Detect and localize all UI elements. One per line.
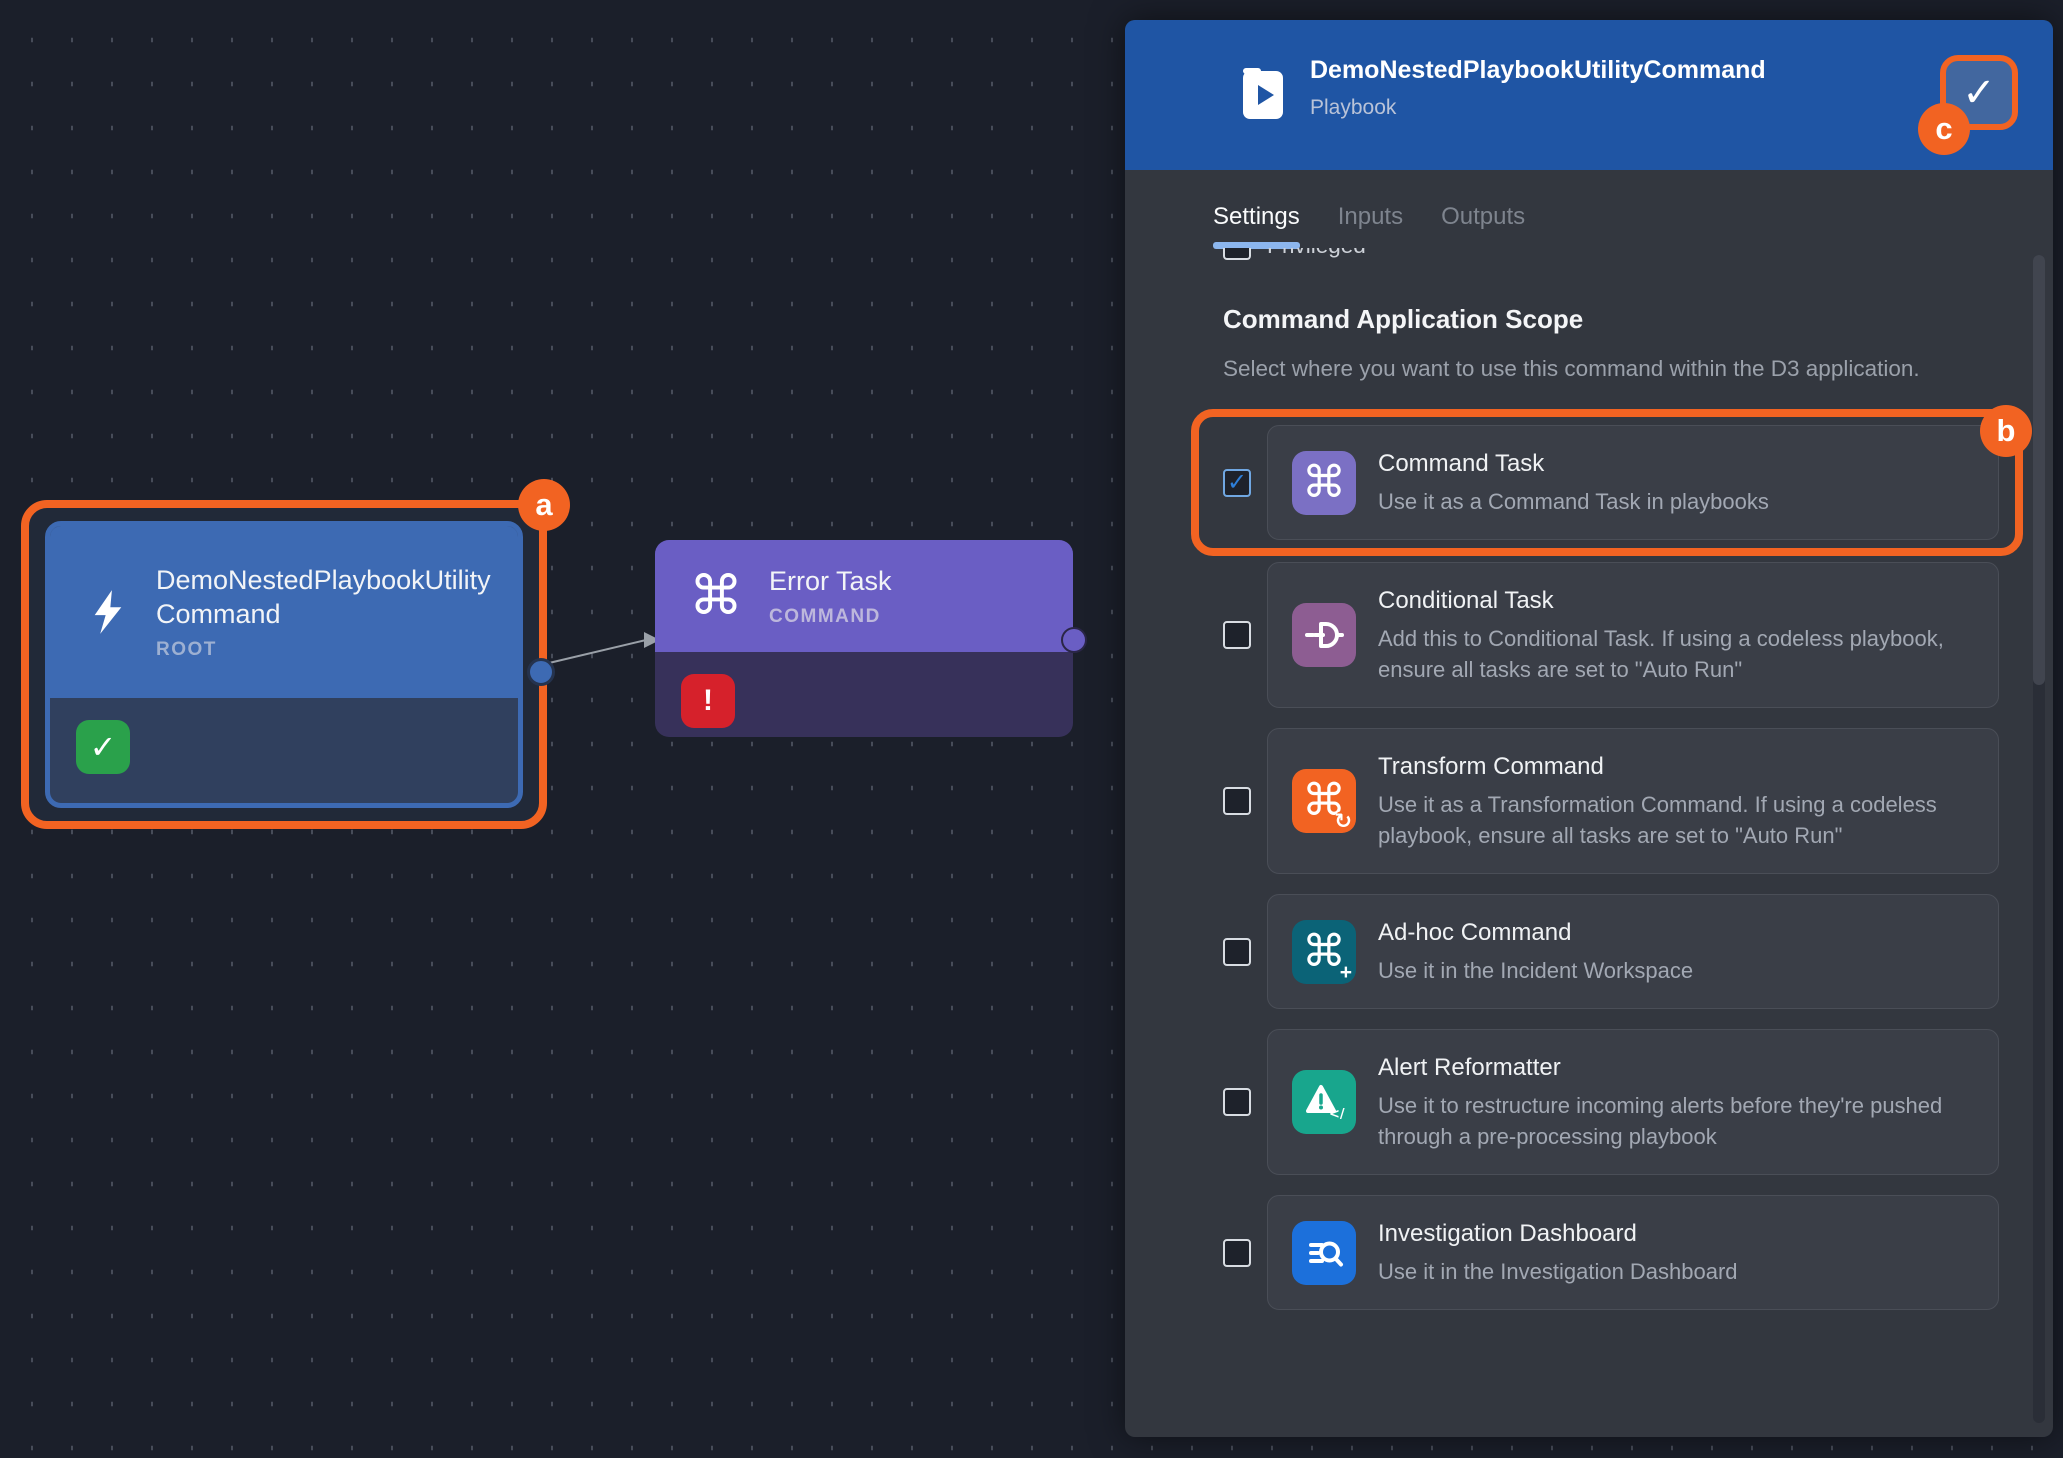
privileged-label: Privileged	[1267, 248, 1366, 259]
option-row-transform-command: ⌘ ↻ Transform Command Use it as a Transf…	[1223, 728, 1999, 874]
alert-code-icon: </>	[1292, 1070, 1356, 1134]
option-row-command-task: ⌘ Command Task Use it as a Command Task …	[1223, 425, 1999, 540]
clipped-row: Privileged	[1223, 248, 1999, 268]
output-port[interactable]	[1061, 627, 1087, 653]
annotation-highlight-root-node: DemoNestedPlaybookUtilityCommand ROOT ✓	[21, 500, 555, 829]
transform-command-checkbox[interactable]	[1223, 787, 1251, 815]
error-exclamation-badge: !	[681, 674, 735, 728]
panel-scrollbar-thumb[interactable]	[2033, 255, 2045, 685]
panel-scrollbar-track[interactable]	[2033, 255, 2045, 1423]
panel-header: DemoNestedPlaybookUtilityCommand Playboo…	[1125, 20, 2053, 170]
option-title: Transform Command	[1378, 753, 1604, 780]
adhoc-command-card[interactable]: ⌘ + Ad-hoc Command Use it in the Inciden…	[1267, 894, 1999, 1009]
option-row-conditional-task: Conditional Task Add this to Conditional…	[1223, 562, 1999, 708]
option-description: Use it to restructure incoming alerts be…	[1378, 1093, 1943, 1149]
alert-reformatter-checkbox[interactable]	[1223, 1088, 1251, 1116]
node-type-label: ROOT	[156, 639, 217, 660]
command-task-checkbox[interactable]	[1223, 468, 1251, 497]
conditional-task-card[interactable]: Conditional Task Add this to Conditional…	[1267, 562, 1999, 708]
tab-outputs[interactable]: Outputs	[1441, 203, 1526, 230]
annotation-badge-a: a	[518, 479, 570, 531]
investigation-dashboard-card[interactable]: Investigation Dashboard Use it in the In…	[1267, 1195, 1999, 1310]
section-description: Select where you want to use this comman…	[1223, 356, 1920, 381]
option-title: Investigation Dashboard	[1378, 1220, 1637, 1247]
error-node-header: ⌘ Error Task COMMAND	[655, 540, 1073, 652]
command-task-card[interactable]: ⌘ Command Task Use it as a Command Task …	[1267, 425, 1999, 540]
tab-settings[interactable]: Settings	[1213, 203, 1300, 249]
settings-scroll-content: Privileged Command Application Scope Sel…	[1191, 248, 2023, 1330]
root-node-body: ✓	[50, 698, 518, 798]
option-title: Ad-hoc Command	[1378, 919, 1572, 946]
panel-subtitle: Playbook	[1310, 96, 1397, 119]
privileged-checkbox[interactable]	[1223, 248, 1251, 260]
panel-tabs: Settings Inputs Outputs	[1213, 203, 1526, 249]
node-root-command[interactable]: DemoNestedPlaybookUtilityCommand ROOT ✓	[45, 521, 523, 808]
option-title: Alert Reformatter	[1378, 1054, 1561, 1081]
list-search-icon	[1292, 1220, 1356, 1285]
command-rotate-icon: ⌘ ↻	[1292, 769, 1356, 833]
option-row-investigation-dashboard: Investigation Dashboard Use it in the In…	[1223, 1195, 1999, 1310]
annotation-badge-b: b	[1980, 405, 2032, 457]
annotation-badge-c: c	[1918, 103, 1970, 155]
option-description: Use it as a Transformation Command. If u…	[1378, 792, 1937, 848]
command-icon: ⌘	[1292, 450, 1356, 515]
lightning-icon	[94, 590, 122, 634]
section-heading: Command Application Scope	[1223, 304, 1584, 334]
task-details-panel: DemoNestedPlaybookUtilityCommand Playboo…	[1125, 20, 2053, 1437]
playbook-icon	[1243, 68, 1283, 119]
option-description: Add this to Conditional Task. If using a…	[1378, 626, 1944, 682]
conditional-branch-icon	[1292, 603, 1356, 667]
option-title: Command Task	[1378, 450, 1545, 477]
command-icon: ⌘	[689, 564, 743, 627]
annotation-highlight-command-task: ⌘ Command Task Use it as a Command Task …	[1191, 409, 2023, 556]
transform-command-card[interactable]: ⌘ ↻ Transform Command Use it as a Transf…	[1267, 728, 1999, 874]
node-title: DemoNestedPlaybookUtilityCommand	[156, 565, 491, 629]
option-description: Use it in the Incident Workspace	[1378, 958, 1694, 983]
tab-inputs[interactable]: Inputs	[1337, 203, 1404, 230]
option-row-adhoc-command: ⌘ + Ad-hoc Command Use it in the Inciden…	[1223, 894, 1999, 1009]
root-node-header: DemoNestedPlaybookUtilityCommand ROOT	[50, 526, 518, 698]
node-error-task[interactable]: ⌘ Error Task COMMAND !	[655, 540, 1087, 737]
svg-text:</>: </>	[1329, 1107, 1346, 1122]
conditional-task-checkbox[interactable]	[1223, 621, 1251, 649]
error-node-body: !	[655, 652, 1073, 752]
option-title: Conditional Task	[1378, 587, 1554, 614]
output-port[interactable]	[527, 658, 555, 686]
command-plus-icon: ⌘ +	[1292, 919, 1356, 984]
node-type-label: COMMAND	[769, 606, 881, 627]
success-check-badge: ✓	[76, 720, 130, 774]
option-row-alert-reformatter: </> Alert Reformatter Use it to restruct…	[1223, 1029, 1999, 1175]
alert-reformatter-card[interactable]: </> Alert Reformatter Use it to restruct…	[1267, 1029, 1999, 1175]
option-description: Use it as a Command Task in playbooks	[1378, 489, 1769, 514]
option-description: Use it in the Investigation Dashboard	[1378, 1259, 1738, 1284]
investigation-dashboard-checkbox[interactable]	[1223, 1238, 1251, 1267]
adhoc-command-checkbox[interactable]	[1223, 937, 1251, 966]
node-title: Error Task	[769, 566, 892, 596]
panel-title: DemoNestedPlaybookUtilityCommand	[1310, 56, 1766, 84]
